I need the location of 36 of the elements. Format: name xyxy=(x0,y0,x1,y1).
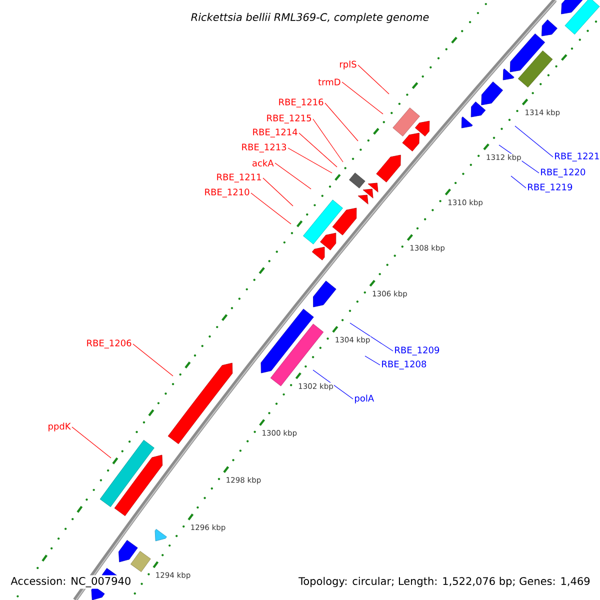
footer-text: Accession: NC_007940 xyxy=(9,575,133,589)
leader-line xyxy=(364,356,380,366)
leader-line xyxy=(510,176,526,188)
gene-label: RBE_1219 xyxy=(528,184,572,192)
gene-label: polA xyxy=(355,394,374,404)
footer-text: Topology: circular; Length: 1,522,076 bp; Genes: 1,469 xyxy=(297,575,592,589)
gene-label: RBE_1211 xyxy=(217,174,261,182)
leader-line xyxy=(342,82,384,114)
title: Rickettsia bellii RML369-C, complete genome xyxy=(191,12,429,24)
leader-line xyxy=(250,192,292,224)
leader-line xyxy=(274,162,312,190)
leader-line xyxy=(514,126,554,158)
gene-label: rplS xyxy=(340,60,356,70)
leader-line xyxy=(350,322,394,352)
gene-label: trmD xyxy=(318,78,340,86)
gene-label: RBE_1214 xyxy=(253,128,298,138)
gene-label: ppdK xyxy=(48,422,71,432)
leader-line xyxy=(324,102,358,142)
leader-line xyxy=(358,64,390,94)
gene-label: RBE_1210 xyxy=(205,188,250,198)
leader-line xyxy=(312,370,354,400)
leader-line xyxy=(298,132,338,168)
gene-label: RBE_1221 xyxy=(555,152,599,162)
gene-label: ackA xyxy=(252,160,274,166)
leader-line xyxy=(262,178,294,206)
leader-line xyxy=(132,344,174,376)
gene-label: RBE_1215 xyxy=(267,114,312,124)
gene-label: RBE_1209 xyxy=(395,346,440,356)
gene-label: RBE_1208 xyxy=(382,360,426,370)
leader-line xyxy=(312,118,344,162)
gene-label: RBE_1213 xyxy=(242,144,286,152)
gene-label: RBE_1220 xyxy=(541,168,586,178)
leader-line xyxy=(72,426,112,458)
gene-label: RBE_1216 xyxy=(279,98,324,108)
leader-line xyxy=(288,148,332,174)
gene-label: RBE_1206 xyxy=(87,340,132,348)
